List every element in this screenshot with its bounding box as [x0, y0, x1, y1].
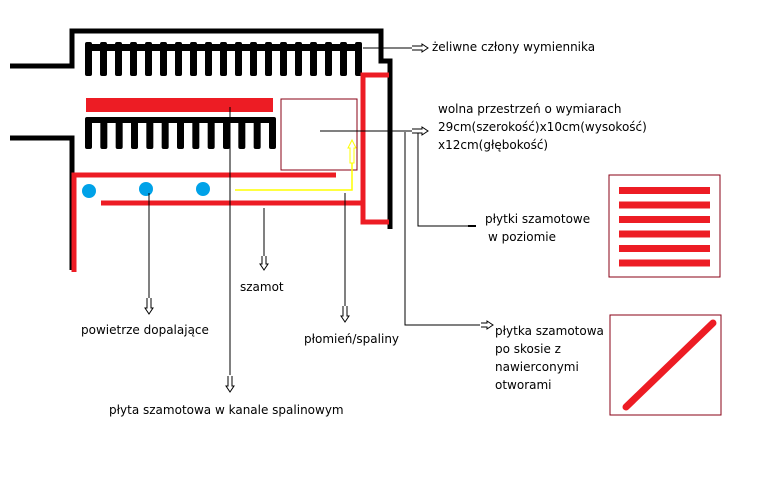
lower-fin	[177, 117, 184, 149]
lower-fin	[131, 117, 138, 149]
horizontal-tile	[619, 245, 710, 252]
arrow-icon	[412, 126, 429, 136]
slanted-tile	[622, 319, 717, 411]
lower-fin	[207, 117, 215, 149]
left-refractory-wall	[71, 172, 336, 272]
lower-fin	[238, 117, 246, 149]
lower-fin	[100, 117, 108, 149]
upper-fins	[85, 42, 362, 76]
horizontal-tile	[619, 201, 710, 209]
upper-fin	[130, 42, 137, 76]
label-flue-channel-plate: płyta szamotowa w kanale spalinowym	[109, 403, 344, 417]
horizontal-tile	[619, 187, 710, 194]
horizontal-tile	[619, 230, 710, 238]
upper-fin	[235, 42, 242, 76]
label-chamotte: szamot	[240, 280, 284, 294]
slanted-tile-box	[609, 314, 722, 416]
label-slanted-tile-line2: po skosie z	[495, 342, 561, 356]
upper-fin	[100, 42, 107, 76]
flue-channel-plate	[86, 98, 273, 112]
arrow-icon	[481, 320, 494, 330]
upper-fin	[265, 42, 272, 76]
flame-arrow-icon	[347, 138, 357, 164]
horizontal-tiles-box	[608, 174, 721, 278]
air-hole	[196, 182, 210, 196]
upper-fin	[280, 42, 287, 76]
down-arrow-icon	[259, 256, 269, 271]
air-hole	[82, 184, 96, 198]
air-hole	[139, 182, 153, 196]
down-arrow-icon	[340, 306, 350, 323]
upper-fin	[85, 42, 92, 76]
label-free-space-line2: 29cm(szerokość)x10cm(wysokość)	[438, 120, 647, 134]
upper-fin	[310, 42, 317, 76]
horizontal-tile	[619, 216, 710, 223]
upper-fin	[340, 42, 347, 76]
lower-fin	[85, 117, 92, 149]
label-slanted-tile-line1: płytka szamotowa	[495, 324, 604, 338]
lower-fins	[85, 117, 276, 149]
lower-fin	[115, 117, 123, 149]
upper-fin	[175, 42, 182, 76]
label-slanted-tile-line3: nawierconymi	[495, 360, 579, 374]
upper-fin	[220, 42, 227, 76]
lower-fin	[223, 117, 230, 149]
lower-fin	[192, 117, 200, 149]
label-flame-flue-gas: płomień/spaliny	[304, 332, 400, 346]
horizontal-tiles	[619, 187, 710, 267]
label-horizontal-tiles-line1: płytki szamotowe	[485, 212, 591, 226]
upper-fin	[325, 42, 332, 76]
leader-slanted-tile	[404, 132, 480, 326]
label-heat-exchanger-sections: żeliwne człony wymiennika	[432, 40, 596, 54]
boiler-casing-top	[10, 28, 393, 229]
horizontal-tile	[619, 259, 710, 267]
upper-fin	[145, 42, 152, 76]
upper-fin	[295, 42, 302, 76]
lower-fin	[161, 117, 169, 149]
free-space-box	[280, 98, 358, 171]
label-secondary-air: powietrze dopalające	[81, 323, 209, 337]
upper-fin	[115, 42, 122, 76]
upper-fin	[190, 42, 197, 76]
down-arrow-icon	[144, 298, 154, 315]
label-slanted-tile-line4: otworami	[495, 378, 552, 392]
lower-fin	[253, 117, 261, 149]
label-horizontal-tiles-line2: w poziomie	[488, 230, 556, 244]
down-arrow-icon	[225, 376, 235, 393]
right-refractory-wall	[360, 72, 389, 225]
upper-fin	[250, 42, 257, 76]
lower-fin	[146, 117, 154, 149]
boiler-casing-lower	[10, 135, 75, 270]
label-free-space-line3: x12cm(głębokość)	[438, 138, 549, 152]
lower-fin	[269, 117, 276, 149]
flame-path	[235, 163, 353, 191]
leader-horizontal-tiles	[417, 133, 468, 227]
arrow-icon	[412, 43, 429, 53]
upper-fin	[160, 42, 167, 76]
upper-fin	[355, 42, 362, 76]
upper-fin	[205, 42, 212, 76]
label-free-space-line1: wolna przestrzeń o wymiarach	[438, 102, 622, 116]
